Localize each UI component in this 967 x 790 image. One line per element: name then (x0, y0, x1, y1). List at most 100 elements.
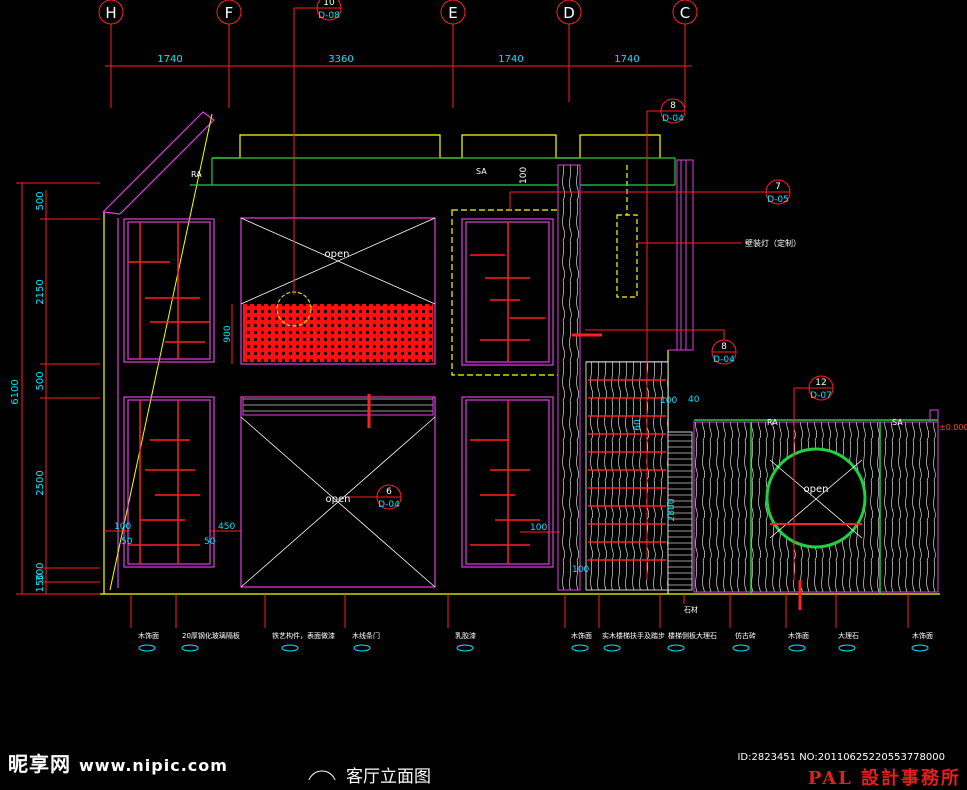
section-number: 7 (775, 182, 781, 192)
section-number: 10 (323, 0, 335, 8)
section-number: 12 (815, 378, 826, 388)
grid-label: F (225, 4, 234, 22)
level-tags: RA SA RA SA ±0.000 (191, 167, 967, 432)
stair-treads (588, 379, 666, 561)
note-symbols (138, 644, 929, 652)
dimension-text: 2500 (35, 470, 46, 495)
top-dimensions: 1740 3360 1740 1740 (157, 54, 639, 65)
dimension-text: 3360 (328, 54, 353, 65)
grid-labels: H F E D C (105, 4, 690, 22)
inner-dimensions: 900 100 50 450 50 100 100 60 2800 100 40 (114, 325, 700, 575)
left-shelf-lines (128, 222, 210, 564)
left-dimension-lines (16, 182, 100, 595)
dimension-text: 50 (121, 537, 133, 547)
material-note: 木饰面 (912, 631, 933, 640)
material-note: 实木楼梯扶手及踏步 (602, 631, 665, 640)
grid-axes (98, 0, 698, 108)
roof-slope (102, 111, 215, 588)
level-tag: SA (476, 167, 487, 176)
dimension-text: 100 (530, 523, 547, 533)
section-ref: D-07 (810, 391, 832, 401)
section-number: 8 (721, 342, 727, 352)
dimension-text: 300 (35, 562, 46, 581)
section-number: 8 (670, 101, 676, 111)
level-tag: ±0.000 (939, 423, 967, 432)
right-strip (668, 159, 694, 351)
left-dimensions: 6100 500 2150 500 2500 150 300 (10, 191, 46, 592)
grid-label: C (680, 4, 690, 22)
bottom-leaders (130, 594, 909, 628)
dimension-text: 2800 (667, 498, 677, 521)
inner-dimension-lines (104, 304, 560, 533)
dimension-text: 100 (660, 396, 677, 406)
cap-detail (929, 409, 939, 423)
dimension-text: 1740 (614, 54, 639, 65)
material-note: 木饰面 (138, 631, 159, 640)
stair-stringer (585, 361, 669, 591)
image-id: ID:2823451 NO:20110625220553778000 (737, 752, 945, 763)
brand-stamp: PAL 設計事務所 (807, 768, 961, 789)
material-note: 木饰面 (571, 631, 592, 640)
material-note: 乳胶漆 (455, 631, 476, 640)
ceiling-line (190, 157, 676, 186)
dimension-text: 1740 (157, 54, 182, 65)
open-label: open (804, 484, 829, 495)
grid-label: H (105, 4, 116, 22)
section-labels: 10 D-08 8 D-04 7 D-05 8 D-04 6 D-04 12 D… (318, 0, 832, 510)
open-label: open (325, 249, 350, 260)
lattice-panel (243, 304, 433, 362)
dimension-text: 500 (35, 191, 46, 210)
section-number: 6 (386, 487, 392, 497)
dimension-text: 100 (519, 167, 529, 184)
material-note: 石材 (684, 605, 698, 614)
grid-label: E (448, 4, 457, 22)
dimension-text: 900 (223, 325, 233, 342)
railing (242, 396, 434, 416)
section-ref: D-04 (713, 355, 735, 365)
dimension-text: 100 (114, 522, 131, 532)
dimension-text: 40 (688, 395, 700, 405)
bottom-notes: 木饰面 20厚钢化玻璃隔板 铁艺构件，表面做漆 木线条门 乳胶漆 木饰面 实木楼… (138, 605, 933, 640)
section-leaders (293, 0, 834, 580)
dimension-text: 2150 (35, 279, 46, 304)
dimension-text: 60 (633, 419, 643, 431)
grid-label: D (563, 4, 575, 22)
material-note: 大理石 (838, 631, 859, 640)
watermark-url: www.nipic.com (79, 756, 228, 775)
left-shelves (123, 218, 215, 568)
open-label: open (326, 494, 351, 505)
dimension-text: 500 (35, 371, 46, 390)
level-tag: SA (892, 418, 903, 427)
stair-side-panel (667, 431, 693, 591)
watermark: 昵享网 www.nipic.com (8, 748, 228, 777)
level-tag: RA (767, 418, 778, 427)
roof-guide (109, 113, 213, 591)
wall-dividers (694, 419, 938, 594)
drawing-title: 客厅立面图 (346, 767, 431, 787)
watermark-logo: 昵享网 (8, 752, 71, 776)
section-ref: D-04 (378, 500, 400, 510)
title-circle (308, 770, 336, 780)
level-tag: RA (191, 170, 202, 179)
section-ref: D-05 (767, 195, 789, 205)
lamp-note: 壁装灯（定制） (745, 238, 801, 248)
wood-column (557, 164, 581, 591)
dimension-text: 50 (204, 537, 216, 547)
dimension-text: 450 (218, 522, 235, 532)
dimension-text: 100 (572, 565, 589, 575)
material-note: 铁艺构件，表面做漆 (272, 631, 335, 640)
right-shelf-lines (470, 222, 545, 564)
round-window (765, 447, 867, 549)
material-note: 楼梯侧板大理石 (668, 631, 717, 640)
section-ref: D-08 (318, 11, 340, 21)
dimension-text: 6100 (10, 379, 21, 404)
section-ref: D-04 (662, 114, 684, 124)
dimension-text: 1740 (498, 54, 523, 65)
material-note: 木饰面 (788, 631, 809, 640)
dimension-text: 150 (35, 573, 46, 592)
open-labels: open open open (325, 249, 829, 505)
material-note: 木线条门 (352, 631, 380, 640)
material-note: 仿古砖 (735, 631, 756, 640)
material-note: 20厚钢化玻璃隔板 (182, 631, 240, 640)
